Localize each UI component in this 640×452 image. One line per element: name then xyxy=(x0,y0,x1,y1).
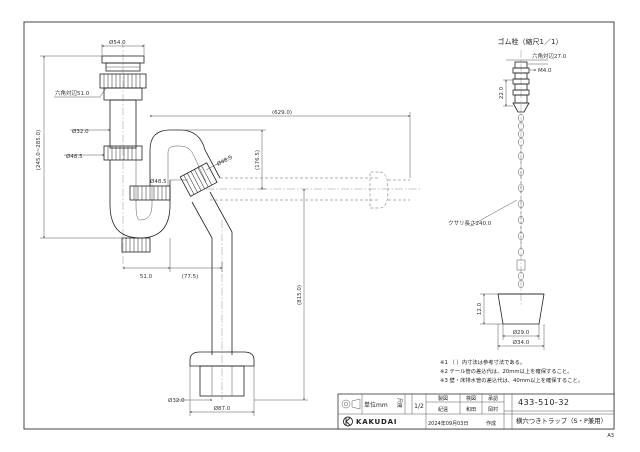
angled-nut xyxy=(179,162,218,197)
note-2: ※2 テール管の差込代は、20mm以上を確保すること。 xyxy=(440,367,573,375)
wall-flange xyxy=(369,171,389,209)
crossover-arm xyxy=(149,129,221,186)
part-number: 433-510-32 xyxy=(518,398,570,407)
note-1: ※1 （ ）内寸法は参考寸法である。 xyxy=(440,358,525,366)
scale-value: 1/2 xyxy=(414,403,424,410)
brand-name: KAKUDAI xyxy=(356,418,397,426)
dim-nut-diameter-2: Ø48.5 xyxy=(150,178,167,185)
sheet-size: A3 xyxy=(607,433,614,439)
slip-nut-upper xyxy=(103,145,143,161)
sheet-border xyxy=(23,21,615,430)
dim-top-diameter: Ø54.0 xyxy=(109,39,126,46)
plug-height-dim: 12.0 xyxy=(477,302,483,315)
date-suffix: 作成 xyxy=(486,420,496,427)
scale-label: 尺度 xyxy=(396,398,403,408)
name-drafted: 紀遠 xyxy=(438,406,448,413)
dim-length-176: (176.5) xyxy=(255,150,261,170)
drawing-date: 2024年09月03日 xyxy=(428,420,468,427)
dim-nut-diameter: Ø48.5 xyxy=(66,153,83,160)
plug-length-dim: 22.0 xyxy=(499,86,505,99)
plug-chain xyxy=(516,113,526,289)
plug-view xyxy=(469,50,548,350)
plug-view-title: ゴム栓（縮尺1／1） xyxy=(498,37,563,46)
dim-nut-diameter-3: Ø48.5 xyxy=(216,154,234,168)
name-checked: 和田 xyxy=(466,406,476,413)
plug-hex-dim: 六角対辺27.0 xyxy=(532,52,567,60)
projection-symbol xyxy=(341,399,351,409)
floor-pipe xyxy=(199,365,245,397)
product-name: 横穴つきトラップ（S・P兼用） xyxy=(516,416,607,425)
dim-length-77: (77.5) xyxy=(182,274,199,280)
role-checked: 検図 xyxy=(466,395,476,402)
plug-thread-dim: M4.0 xyxy=(538,68,552,74)
u-bend xyxy=(109,160,171,239)
main-dimension-lines xyxy=(40,44,411,416)
dim-bottom-diameter: Ø32.0 xyxy=(168,397,185,404)
trap-body xyxy=(99,40,420,400)
name-approved: 岡村 xyxy=(488,406,498,413)
chain-length-dim: クサリ長さ240.0 xyxy=(448,220,492,227)
dim-flange-diameter: Ø87.0 xyxy=(214,405,231,412)
dim-hex-width: 六角対辺51.0 xyxy=(55,89,90,97)
unit-label: 単位mm xyxy=(364,401,388,409)
floor-flange xyxy=(189,351,255,367)
cleanout-plug xyxy=(121,237,151,253)
kakudai-logo-icon xyxy=(343,416,353,427)
dim-length-815: (815.0) xyxy=(297,285,303,305)
dim-length-51: 51.0 xyxy=(140,274,153,280)
drain-pipe-vertical xyxy=(209,191,233,355)
plug-large-diameter: Ø34.0 xyxy=(513,339,530,346)
dim-length-629: (629.0) xyxy=(272,110,292,116)
role-approved: 承認 xyxy=(488,395,498,402)
role-drafted: 製図 xyxy=(438,395,448,402)
note-3: ※3 壁・床排水管の差込代は、40mm以上を確保すること。 xyxy=(440,376,583,384)
title-block xyxy=(337,393,615,430)
dim-pipe-diameter: Ø32.0 xyxy=(72,128,89,135)
plug-small-diameter: Ø29.0 xyxy=(513,329,530,336)
dim-height-range: (245.0~285.0) xyxy=(36,130,42,170)
